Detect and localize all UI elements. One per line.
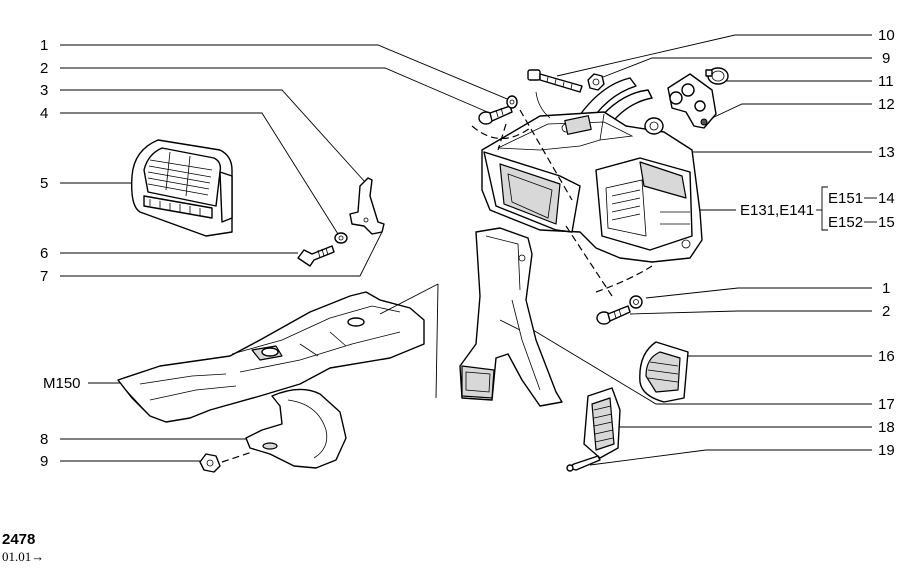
- callout-e152: E152: [828, 214, 863, 231]
- cable-tie: [527, 69, 583, 93]
- hose-clamp: [705, 67, 729, 85]
- callout-3-left: 3: [40, 82, 48, 99]
- rear-grille: [583, 387, 621, 459]
- screw-left: [297, 245, 335, 267]
- callout-10-right: 10: [878, 27, 895, 44]
- nut-lower: [199, 453, 221, 473]
- callout-19-right: 19: [878, 442, 895, 459]
- callout-15-right: 15: [878, 214, 895, 231]
- callout-4-left: 4: [40, 105, 48, 122]
- callout-11-right: 11: [878, 73, 894, 90]
- callout-13-right: 13: [878, 144, 895, 161]
- diagram-code: 2478: [2, 531, 36, 548]
- callout-e151: E151: [828, 190, 863, 207]
- air-duct: [459, 227, 563, 407]
- callout-16-right: 16: [878, 348, 895, 365]
- callout-1-right: 1: [882, 280, 890, 297]
- callout-variant-main: E131,E141: [740, 202, 814, 219]
- grommet: [644, 117, 664, 135]
- tunnel-cover: [245, 388, 347, 469]
- diagram-date: 01.01→: [2, 549, 45, 564]
- heater-valve: [667, 73, 717, 129]
- callout-17-right: 17: [878, 396, 895, 413]
- callout-2-right: 2: [882, 303, 890, 320]
- callout-8-left: 8: [40, 431, 48, 448]
- callout-14-right: 14: [878, 190, 895, 207]
- heater-housing: [481, 77, 703, 263]
- callout-9-right: 9: [882, 50, 890, 67]
- callout-5-left: 5: [40, 175, 48, 192]
- floor-tunnel: [117, 291, 425, 423]
- left-leader-lines: [60, 44, 513, 462]
- washer-upper: [506, 95, 518, 109]
- assembly-dash-lower: [565, 225, 653, 297]
- callout-18-right: 18: [878, 419, 895, 436]
- callout-m150: M150: [43, 375, 81, 392]
- assembly-dash-upper: [471, 109, 573, 201]
- nut-upper: [587, 73, 605, 91]
- screw-grille: [566, 455, 601, 472]
- mounting-bracket: [349, 177, 385, 235]
- screw-lower: [596, 305, 631, 325]
- assembly-dash-nut: [221, 451, 253, 463]
- callout-9-left: 9: [40, 453, 48, 470]
- callout-6-left: 6: [40, 245, 48, 262]
- washer-lower: [629, 295, 643, 309]
- right-leader-lines: [532, 34, 877, 466]
- callout-1-left: 1: [40, 37, 48, 54]
- washer-left: [334, 232, 348, 244]
- callout-7-left: 7: [40, 268, 48, 285]
- screw-upper: [478, 105, 513, 125]
- dash-vent-grille: [130, 139, 233, 237]
- side-vent: [639, 341, 689, 403]
- callout-12-right: 12: [878, 96, 895, 113]
- group-frame: [379, 283, 439, 399]
- callout-2-left: 2: [40, 60, 48, 77]
